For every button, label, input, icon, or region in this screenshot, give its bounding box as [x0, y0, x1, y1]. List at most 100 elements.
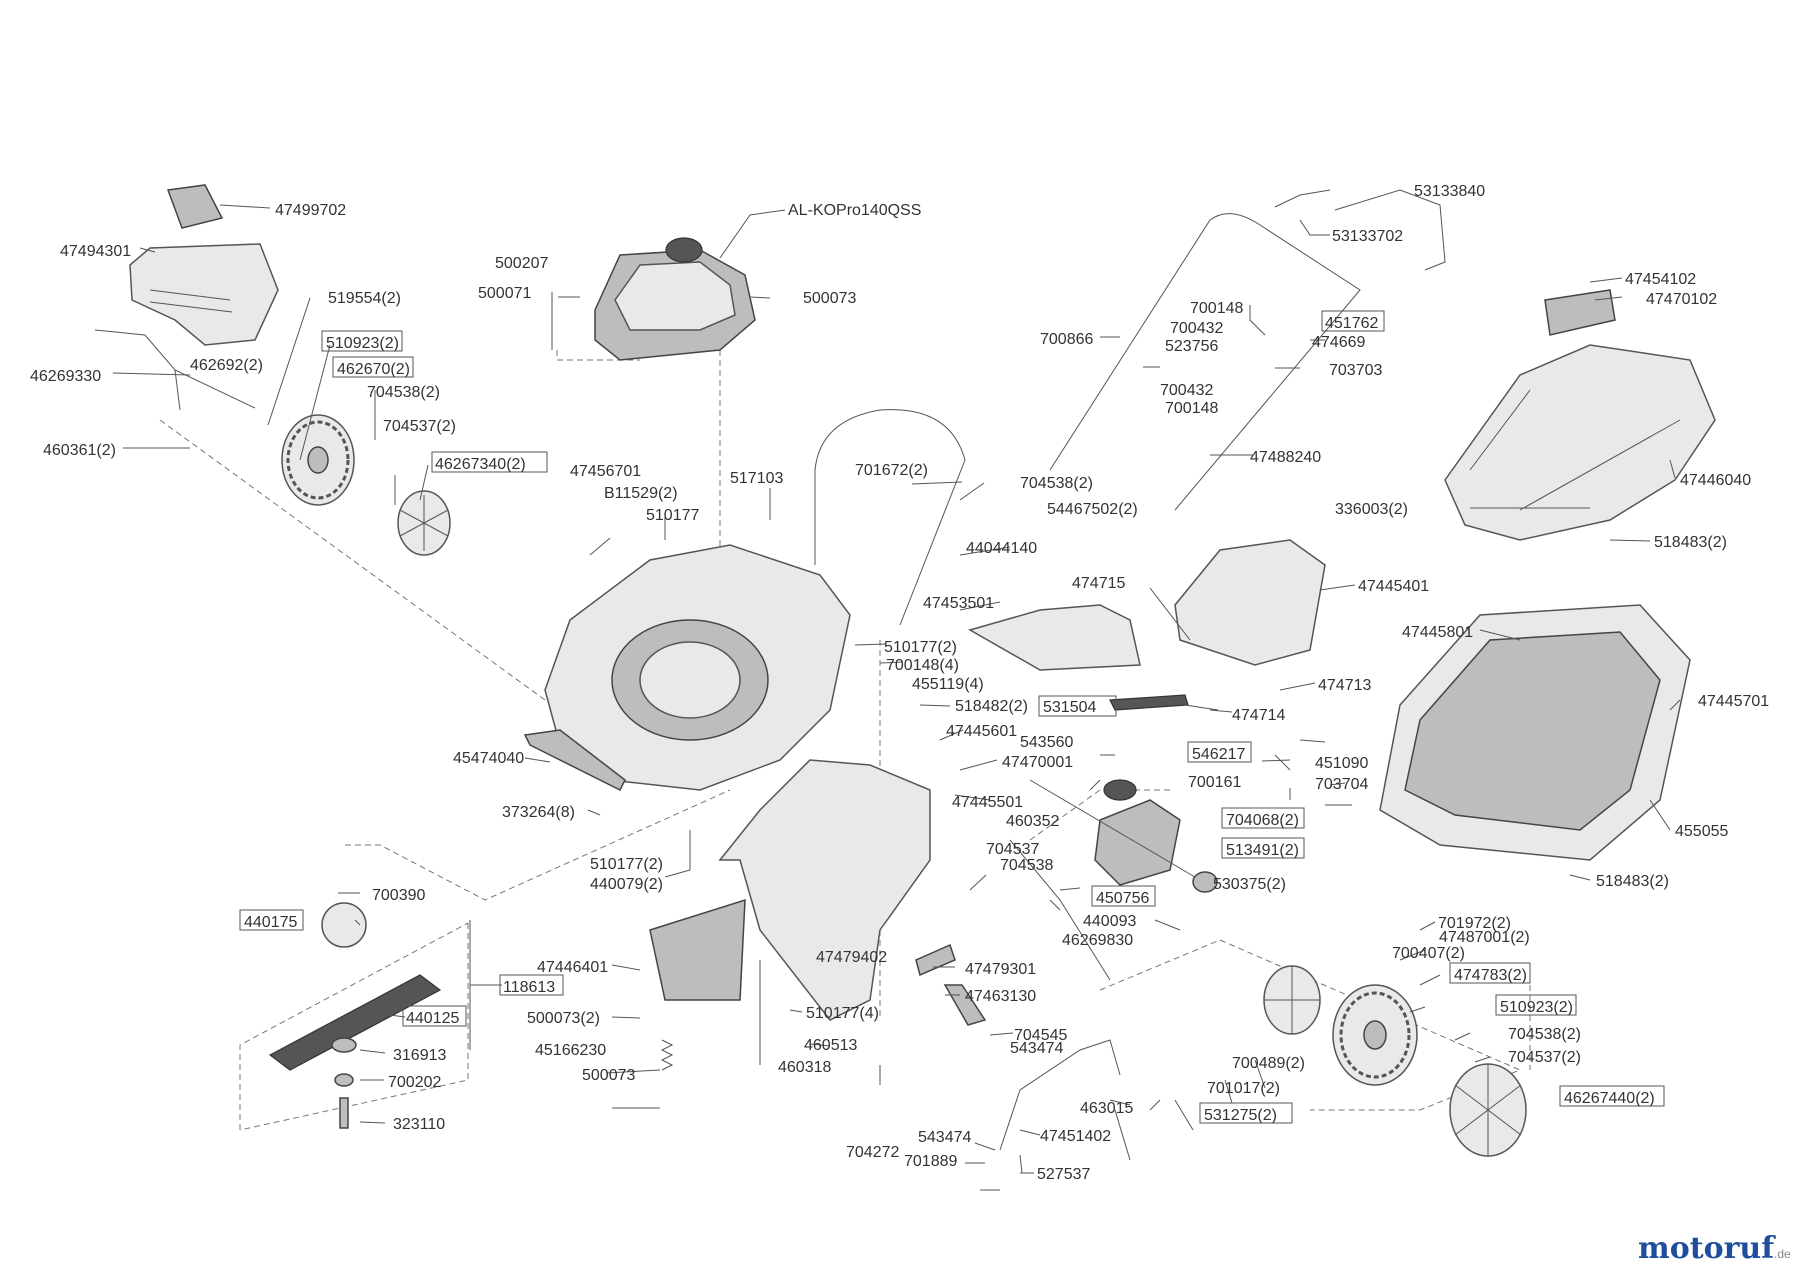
part-label: 704272 — [846, 1144, 899, 1161]
part-label: 700407(2) — [1392, 945, 1465, 962]
front-axle — [1009, 839, 1111, 981]
top-cover — [129, 243, 279, 346]
part-label: 700148(4) — [886, 657, 959, 674]
part-label: 543474 — [918, 1129, 971, 1146]
part-label: 45166230 — [535, 1042, 606, 1059]
part-label: 510923(2) — [326, 335, 399, 352]
part-label: 46267440(2) — [1564, 1090, 1655, 1107]
part-label: 704537(2) — [1508, 1049, 1581, 1066]
watermark-brand: motoruf — [1638, 1231, 1776, 1266]
part-label: 474715 — [1072, 575, 1125, 592]
engine — [594, 237, 756, 361]
part-label: 462670(2) — [337, 361, 410, 378]
part-label: 700432 — [1170, 320, 1223, 337]
wheel-cap-right — [1449, 1063, 1527, 1157]
part-label: 474714 — [1232, 707, 1285, 724]
part-label: 47494301 — [60, 243, 131, 260]
part-label: 500073(2) — [527, 1010, 600, 1027]
wheel-cap-left — [397, 490, 451, 556]
leader-lines — [112, 189, 1681, 1191]
part-label: 47446040 — [1680, 472, 1751, 489]
part-label: 700161 — [1188, 774, 1241, 791]
part-labels: AL-KOPro140QSS 47499702 47494301 519554(… — [30, 183, 1769, 1183]
part-label: 510923(2) — [1500, 999, 1573, 1016]
control-bar — [1334, 189, 1446, 271]
part-label: 500073 — [582, 1067, 635, 1084]
part-label: B11529(2) — [604, 485, 678, 502]
part-label: 527537 — [1037, 1166, 1090, 1183]
part-label: 47463130 — [965, 988, 1036, 1005]
part-label: 47499702 — [275, 202, 346, 219]
part-label: 519554(2) — [328, 290, 401, 307]
part-label: 316913 — [393, 1047, 446, 1064]
part-label: 546217 — [1192, 746, 1245, 763]
part-label: 701889 — [904, 1153, 957, 1170]
part-label: 460361(2) — [43, 442, 116, 459]
part-label: 510177(2) — [884, 639, 957, 656]
height-badge — [166, 184, 224, 229]
part-label: 701972(2) — [1438, 915, 1511, 932]
part-label: 500073 — [803, 290, 856, 307]
grass-box-top — [1174, 539, 1326, 666]
part-label: 700148 — [1165, 400, 1218, 417]
part-label: 704538(2) — [1020, 475, 1093, 492]
part-label: 451762 — [1325, 315, 1378, 332]
front-wheel-hub — [1263, 965, 1321, 1035]
part-label: 47479301 — [965, 961, 1036, 978]
part-label: 704537 — [986, 841, 1039, 858]
part-label: 47445401 — [1358, 578, 1429, 595]
adjust-lever — [999, 1039, 1121, 1151]
part-label: 336003(2) — [1335, 501, 1408, 518]
part-label: 704538 — [1000, 857, 1053, 874]
watermark-logo: motoruf .de — [1638, 1231, 1791, 1266]
part-label: 45474040 — [453, 750, 524, 767]
part-label: 460352 — [1006, 813, 1059, 830]
part-label: 700390 — [372, 887, 425, 904]
part-label: 510177 — [646, 507, 699, 524]
part-label: 440093 — [1083, 913, 1136, 930]
part-label: 518483(2) — [1654, 534, 1727, 551]
part-label: 47488240 — [1250, 449, 1321, 466]
grass-box — [1379, 604, 1691, 861]
part-label: 47451402 — [1040, 1128, 1111, 1145]
part-label: 704537(2) — [383, 418, 456, 435]
part-label: 500207 — [495, 255, 548, 272]
part-label: 704538(2) — [1508, 1026, 1581, 1043]
part-label: 474783(2) — [1454, 967, 1527, 984]
height-lever — [94, 329, 256, 411]
part-label: 700148 — [1190, 300, 1243, 317]
rear-flap — [968, 604, 1141, 671]
part-label: 440125 — [406, 1010, 459, 1027]
part-label: 47454102 — [1625, 271, 1696, 288]
part-label: 460318 — [778, 1059, 831, 1076]
drive-belt — [1109, 694, 1189, 711]
lower-handle — [814, 409, 966, 626]
part-label: 700866 — [1040, 331, 1093, 348]
part-label: 463015 — [1080, 1100, 1133, 1117]
part-label: 53133840 — [1414, 183, 1485, 200]
gearbox — [1029, 779, 1218, 893]
part-label: 451090 — [1315, 755, 1368, 772]
label-boxes — [239, 310, 1665, 1124]
part-label: 455055 — [1675, 823, 1728, 840]
upper-handle — [1049, 213, 1361, 511]
part-label: 523756 — [1165, 338, 1218, 355]
part-label: 704068(2) — [1226, 812, 1299, 829]
part-label: 47446401 — [537, 959, 608, 976]
part-label: 704545 — [1014, 1027, 1067, 1044]
assembly-guide-lines — [159, 350, 1531, 1131]
part-label: 460513 — [804, 1037, 857, 1054]
part-label: 510177(2) — [590, 856, 663, 873]
part-label: 703704 — [1315, 776, 1368, 793]
part-label: 543560 — [1020, 734, 1073, 751]
part-label: 54467502(2) — [1047, 501, 1138, 518]
part-label: 518483(2) — [1596, 873, 1669, 890]
part-label: 47445701 — [1698, 693, 1769, 710]
part-label: 513491(2) — [1226, 842, 1299, 859]
part-label: 700489(2) — [1232, 1055, 1305, 1072]
part-label: 543474 — [1010, 1040, 1063, 1057]
part-label: 47487001(2) — [1439, 929, 1530, 946]
blade-assembly — [268, 902, 442, 1129]
part-label: 118613 — [503, 979, 555, 996]
